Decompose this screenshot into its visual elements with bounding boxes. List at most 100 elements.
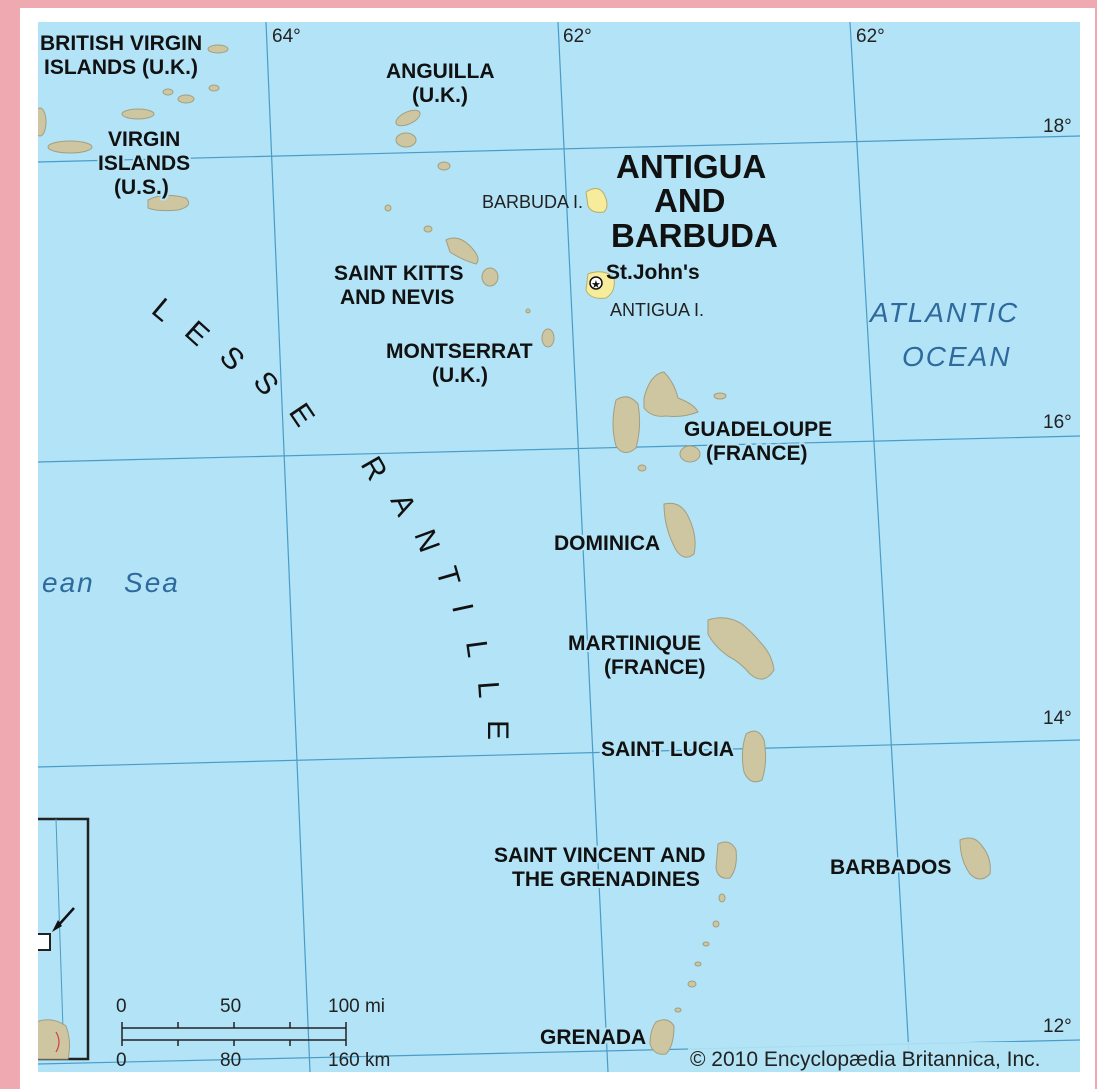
arc-letter: E [481,720,514,740]
scale-mi-0: 0 [116,996,127,1017]
arc-letter: S [247,365,285,402]
capital-star-icon: ★ [591,278,601,291]
label-stlucia: SAINT LUCIA [601,738,734,761]
water-labels: ATLANTIC OCEAN ean Sea [42,297,1017,598]
scale-bar: 0 50 100 mi 0 80 160 km [116,996,390,1071]
label-anguilla-1: ANGUILLA [386,60,495,83]
arc-letter: N [407,525,445,557]
island-stcroix [147,194,190,212]
island-grenadine-3 [702,941,710,947]
label-grenada: GRENADA [540,1026,646,1049]
meridian-64 [265,22,311,1072]
island-desirade [713,392,727,400]
arc-letter: E [282,397,321,432]
lon-label-62a: 62° [563,26,592,47]
island-grenada [649,1019,675,1055]
label-usvi-3: (U.S.) [114,176,169,199]
label-barbados: BARBADOS [830,856,951,879]
island-guadeloupe-grandeterre [643,371,699,417]
island-bvi-3 [162,88,174,96]
lon-label-64: 64° [272,26,301,47]
parallel-16 [38,435,1080,463]
meridian-62b [849,22,911,1072]
scale-km-80: 80 [220,1050,241,1071]
label-martinique-2: (FRANCE) [604,656,705,679]
arc-letter: R [354,451,393,486]
label-montserrat-2: (U.K.) [432,364,488,387]
island-stkitts [445,237,479,265]
capital-marker: ★ St.John's [589,261,700,291]
islands [38,44,991,1055]
parallel-18 [38,135,1080,163]
label-barbuda-island: BARBUDA I. [482,192,583,212]
label-usvi-2: ISLANDS [98,152,190,175]
scale-mi-100: 100 mi [328,996,385,1017]
island-barbados [959,837,991,880]
label-antigua-island: ANTIGUA I. [610,300,704,320]
arc-letter: L [471,680,505,699]
island-dominica [663,502,696,558]
arc-letter: L [459,638,494,659]
island-stlucia [741,730,767,783]
label-bvi-2: ISLANDS (U.K.) [44,56,198,79]
label-stkitts-2: AND NEVIS [340,286,454,309]
lat-label-18: 18° [1043,116,1072,137]
map-svg: 64° 62° 62° 18° 16° 14° 12° ANTIGUA AND … [38,22,1080,1072]
island-grenadine-4 [694,961,702,967]
copyright-notice: © 2010 Encyclopædia Britannica, Inc. [690,1048,1041,1071]
label-ocean: OCEAN [902,341,1012,372]
meridian-62a [557,22,609,1072]
map-canvas[interactable]: 64° 62° 62° 18° 16° 14° 12° ANTIGUA AND … [38,22,1080,1072]
lat-label-14: 14° [1043,708,1072,729]
island-stbarth [437,161,451,171]
scale-km-160: 160 km [328,1050,390,1071]
island-saintes [637,464,647,472]
capital-label: St.John's [606,261,700,284]
island-statia [423,225,433,233]
island-montserrat [541,328,555,348]
island-bvi-1 [207,44,229,54]
scale-km-0: 0 [116,1050,127,1071]
lat-label-12: 12° [1043,1016,1072,1037]
label-stvincent-1: SAINT VINCENT AND [494,844,706,867]
island-grenadine-2 [712,920,720,928]
territory-labels: BRITISH VIRGIN ISLANDS (U.K.) VIRGIN ISL… [38,30,953,1051]
island-nevis [481,267,499,287]
label-caribbean-sea: ean Sea [42,567,180,598]
arc-letter: A [384,489,422,521]
island-saba [384,204,392,212]
lon-label-62b: 62° [856,26,885,47]
island-martinique [707,617,775,680]
island-mariegalante [679,445,701,463]
inset-box [38,933,51,951]
lat-label-16: 16° [1043,412,1072,433]
island-usvi-2 [47,140,93,154]
country-label-antigua-barbuda: ANTIGUA AND BARBUDA [611,148,778,254]
arc-letter: E [178,315,215,353]
island-bvi-2 [177,94,195,104]
label-martinique-1: MARTINIQUE [568,632,701,655]
island-bvi-4 [208,84,220,92]
arc-letter: S [213,340,251,377]
inset-locator [38,817,90,1061]
label-guadeloupe-2: (FRANCE) [706,442,807,465]
island-stmartin [395,132,417,148]
island-grenadine-6 [674,1007,682,1013]
island-guadeloupe-basseterre [612,396,641,453]
grid-labels: 64° 62° 62° 18° 16° 14° 12° [272,26,1072,1037]
island-redonda [525,308,531,314]
island-anguilla [395,109,421,127]
label-bvi-1: BRITISH VIRGIN [40,32,202,55]
country-name-line-2: AND [654,182,726,219]
country-name-line-3: BARBUDA [611,217,778,254]
label-usvi-1: VIRGIN [108,128,180,151]
label-montserrat-1: MONTSERRAT [386,340,533,363]
island-barbuda [585,188,608,213]
scale-mi-50: 50 [220,996,241,1017]
island-stvincent [715,841,737,879]
label-dominica: DOMINICA [554,532,660,555]
label-guadeloupe-1: GUADELOUPE [684,418,832,441]
arc-letter: I [445,601,479,616]
island-grenadine-1 [718,893,726,903]
island-west [38,107,47,137]
